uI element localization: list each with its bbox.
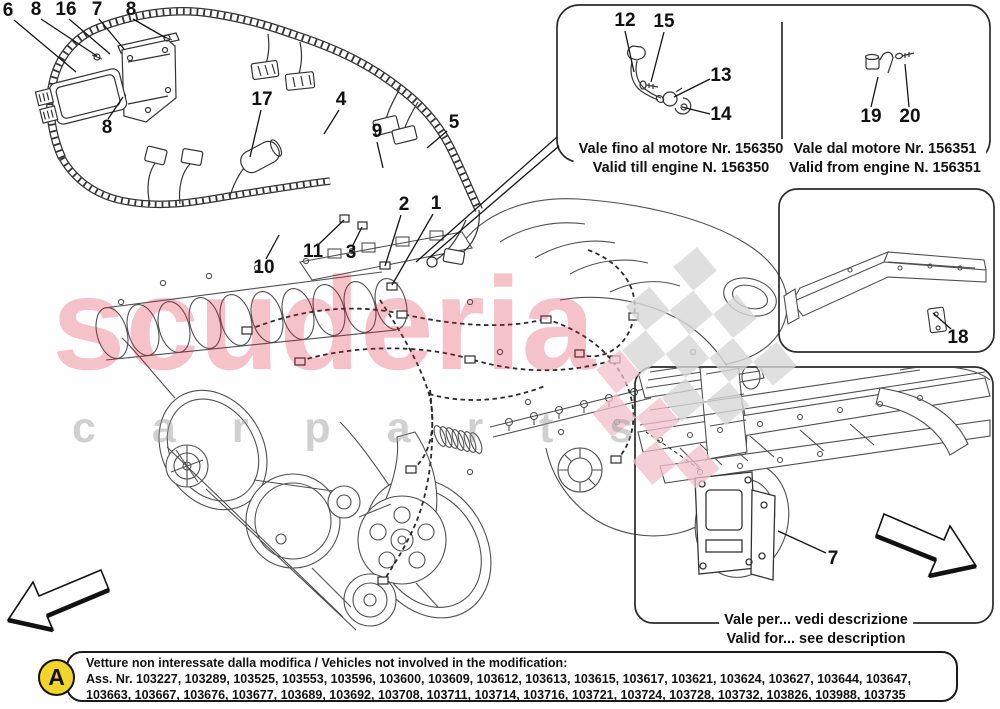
engine-wiring-harness xyxy=(247,249,636,583)
callout-3: 3 xyxy=(345,242,357,263)
callout-19: 19 xyxy=(860,106,882,127)
direction-arrow-right xyxy=(874,512,978,579)
callout-9: 9 xyxy=(371,121,383,142)
legend-line-3: 103663, 103667, 103676, 103677, 103689, … xyxy=(86,688,906,702)
callout-20: 20 xyxy=(899,106,921,127)
caption-valid-till: Vale fino al motore Nr. 156350 Valid til… xyxy=(573,139,789,179)
caption-valid-for: Vale per... vedi descrizione Valid for..… xyxy=(719,610,913,650)
legend-line-2: Ass. Nr. 103227, 103289, 103525, 103553,… xyxy=(86,672,912,686)
caption-valid-for-it: Vale per... vedi descrizione xyxy=(724,612,908,629)
callout-5: 5 xyxy=(448,112,460,133)
caption-valid-till-en: Valid till engine N. 156350 xyxy=(592,160,770,176)
caption-valid-from-it: Vale dal motore Nr. 156351 xyxy=(793,141,977,158)
callout-10: 10 xyxy=(253,257,275,278)
sill-rail-drawing xyxy=(783,250,987,334)
direction-arrow-left xyxy=(6,568,111,633)
leader-lines xyxy=(13,18,952,554)
callout-2: 2 xyxy=(398,194,410,215)
callout-12: 12 xyxy=(614,10,636,31)
callout-13: 13 xyxy=(710,65,732,86)
callout-14: 14 xyxy=(710,104,732,125)
callout-17: 17 xyxy=(251,89,273,110)
callout-8a: 8 xyxy=(30,0,42,20)
ecu-bracket-part-drawing xyxy=(645,431,776,581)
caption-valid-till-it: Vale fino al motore Nr. 156350 xyxy=(578,141,784,158)
legend-marker-badge: A xyxy=(38,659,75,696)
callout-8b: 8 xyxy=(125,0,137,20)
legend-note-panel xyxy=(66,651,958,702)
callout-1: 1 xyxy=(430,193,442,214)
legend-note-text: Vetture non interessate dalla modifica /… xyxy=(86,655,954,703)
caption-valid-from-en: Valid from engine N. 156351 xyxy=(789,160,981,176)
caption-valid-from: Vale dal motore Nr. 156351 Valid from en… xyxy=(784,139,986,179)
callout-7b: 7 xyxy=(827,548,839,569)
callout-11: 11 xyxy=(302,241,324,262)
caption-valid-for-en: Valid for... see description xyxy=(726,631,906,647)
callout-15: 15 xyxy=(653,11,675,32)
wiring-loom-drawing xyxy=(46,7,483,268)
callout-4: 4 xyxy=(335,89,347,110)
callout-18: 18 xyxy=(947,327,969,348)
callout-16: 16 xyxy=(55,0,77,20)
sill-panel-outline xyxy=(778,188,995,353)
callout-8c: 8 xyxy=(101,117,113,138)
callout-7a: 7 xyxy=(91,0,103,20)
ecu-module-drawing xyxy=(34,32,180,125)
legend-line-1: Vetture non interessate dalla modifica /… xyxy=(86,656,568,670)
small-parts-drawings xyxy=(627,45,915,115)
callout-6: 6 xyxy=(2,0,14,21)
